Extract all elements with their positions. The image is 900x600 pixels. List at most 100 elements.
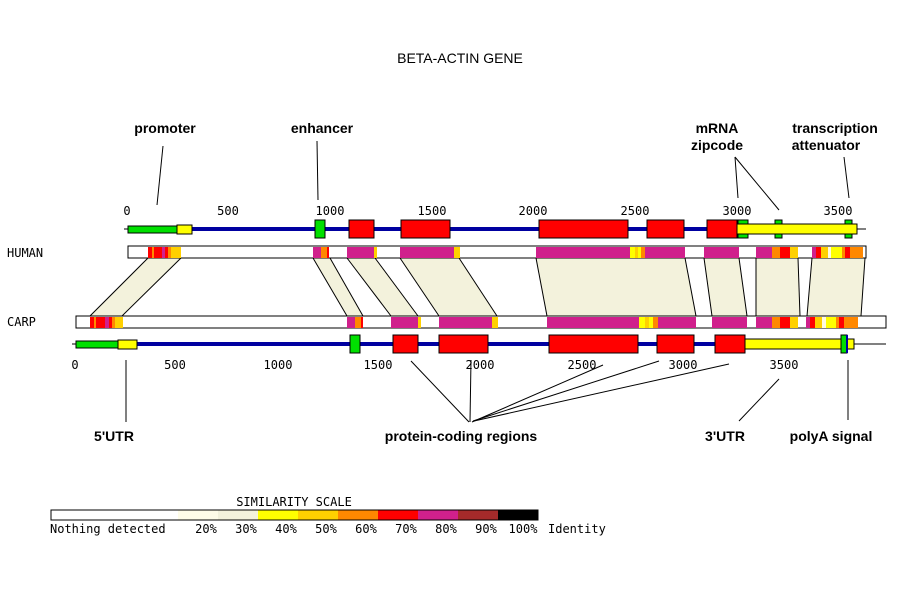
carp-axis-tick-label: 3000 bbox=[669, 358, 698, 372]
carp-similarity-segment bbox=[90, 317, 94, 328]
human-similarity-segment bbox=[842, 247, 845, 258]
human-similarity-segment bbox=[816, 247, 821, 258]
annotation-protein-coding: protein-coding regions bbox=[385, 428, 538, 444]
human-enhancer-box bbox=[314, 219, 326, 239]
annotation-promoter: promoter bbox=[134, 120, 196, 136]
carp-similarity-segment bbox=[822, 317, 826, 328]
human-similarity-segment bbox=[638, 247, 641, 258]
carp-similarity-segment bbox=[361, 317, 363, 328]
alignment-shade bbox=[90, 258, 181, 316]
carp-similarity-segment bbox=[547, 317, 639, 328]
human-similarity-segment bbox=[850, 247, 863, 258]
human-similarity-segment bbox=[635, 247, 638, 258]
carp-enhancer-box bbox=[349, 334, 361, 354]
carp-similarity-segment bbox=[355, 317, 361, 328]
alignment-edge bbox=[738, 257, 748, 317]
human-similarity-segment bbox=[780, 247, 790, 258]
alignment-edge bbox=[535, 257, 548, 317]
human-similarity-segment bbox=[641, 247, 645, 258]
human-similarity-segment bbox=[772, 247, 780, 258]
human-intron-line bbox=[191, 227, 741, 231]
carp-similarity-segment bbox=[653, 317, 658, 328]
scale-swatch bbox=[338, 510, 378, 520]
human-similarity-segment bbox=[400, 247, 454, 258]
human-similarity-segment bbox=[165, 247, 168, 258]
carp-5utr-box bbox=[117, 339, 138, 350]
carp-similarity-segment bbox=[639, 317, 645, 328]
human-similarity-segment bbox=[536, 247, 630, 258]
human-axis-tick-label: 2500 bbox=[621, 204, 650, 218]
carp-similarity-segment bbox=[826, 317, 836, 328]
alignment-edge bbox=[374, 257, 419, 317]
carp-similarity-segment bbox=[839, 317, 844, 328]
carp-exon-box bbox=[714, 334, 746, 354]
human-similarity-segment bbox=[645, 247, 685, 258]
human-similarity-segment bbox=[812, 247, 816, 258]
similarity-scale-title: SIMILARITY SCALE bbox=[236, 495, 352, 509]
alignment-edge bbox=[806, 257, 813, 317]
carp-similarity-segment bbox=[112, 317, 115, 328]
carp-similarity-segment bbox=[418, 317, 421, 328]
alignment-edge bbox=[121, 257, 182, 317]
carp-similarity-segment bbox=[115, 317, 123, 328]
annotation-zipcode-line2: zipcode bbox=[691, 137, 743, 153]
scale-swatch bbox=[258, 510, 298, 520]
human-track-label: HUMAN bbox=[7, 246, 43, 260]
human-similarity-segment bbox=[704, 247, 739, 258]
bottom-leader-lines bbox=[125, 359, 849, 423]
scale-swatch bbox=[378, 510, 418, 520]
top-leader-lines bbox=[156, 140, 850, 211]
human-similarity-segment bbox=[327, 247, 329, 258]
alignment-shade bbox=[704, 258, 747, 316]
scale-swatch bbox=[298, 510, 338, 520]
annotation-enhancer: enhancer bbox=[291, 120, 354, 136]
alignment-edge bbox=[703, 257, 713, 317]
human-similarity-segment bbox=[790, 247, 798, 258]
human-exon-box bbox=[348, 219, 375, 239]
human-similarity-segment bbox=[313, 247, 321, 258]
carp-3utr-box bbox=[744, 338, 855, 350]
carp-similarity-segment bbox=[790, 317, 798, 328]
carp-axis-tick-label: 1000 bbox=[264, 358, 293, 372]
human-exon-box bbox=[400, 219, 451, 239]
annotation-attenuator-line1: transcription bbox=[792, 120, 878, 136]
carp-exon-box bbox=[656, 334, 695, 354]
carp-track-label: CARP bbox=[7, 315, 36, 329]
scale-label: 60% bbox=[355, 522, 377, 536]
alignment-shade bbox=[536, 258, 696, 316]
human-similarity-segment bbox=[152, 247, 154, 258]
scale-swatch bbox=[498, 510, 538, 520]
carp-similarity-segment bbox=[756, 317, 772, 328]
alignment-edge bbox=[684, 257, 697, 317]
carp-similarity-segment bbox=[844, 317, 858, 328]
human-axis-tick-label: 500 bbox=[217, 204, 239, 218]
alignment-edge bbox=[89, 257, 149, 317]
carp-axis-tick-label: 3500 bbox=[770, 358, 799, 372]
scale-swatch bbox=[458, 510, 498, 520]
human-3utr-box bbox=[736, 223, 858, 235]
carp-similarity-segment bbox=[105, 317, 109, 328]
human-similarity-segment bbox=[821, 247, 828, 258]
alignment-shade bbox=[756, 258, 800, 316]
carp-axis-tick-label: 500 bbox=[164, 358, 186, 372]
carp-exon-box bbox=[392, 334, 419, 354]
carp-similarity-segment bbox=[658, 317, 696, 328]
scale-border bbox=[50, 509, 539, 521]
annotation-3utr: 3'UTR bbox=[705, 428, 745, 444]
carp-polya-marker bbox=[846, 335, 848, 353]
alignment-shade bbox=[347, 258, 418, 316]
carp-promoter-box bbox=[75, 340, 119, 349]
carp-exon-box bbox=[438, 334, 489, 354]
human-axis-tick-label: 1000 bbox=[316, 204, 345, 218]
human-similarity-segment bbox=[831, 247, 842, 258]
alignment-edge bbox=[312, 257, 348, 317]
human-similarity-segment bbox=[374, 247, 377, 258]
human-axis-tick-label: 3500 bbox=[824, 204, 853, 218]
human-similarity-segment bbox=[168, 247, 171, 258]
human-similarity-segment bbox=[828, 247, 831, 258]
carp-similarity-segment bbox=[780, 317, 790, 328]
carp-similarity-segment bbox=[439, 317, 492, 328]
scale-swatch bbox=[178, 510, 218, 520]
carp-similarity-segment bbox=[649, 317, 653, 328]
